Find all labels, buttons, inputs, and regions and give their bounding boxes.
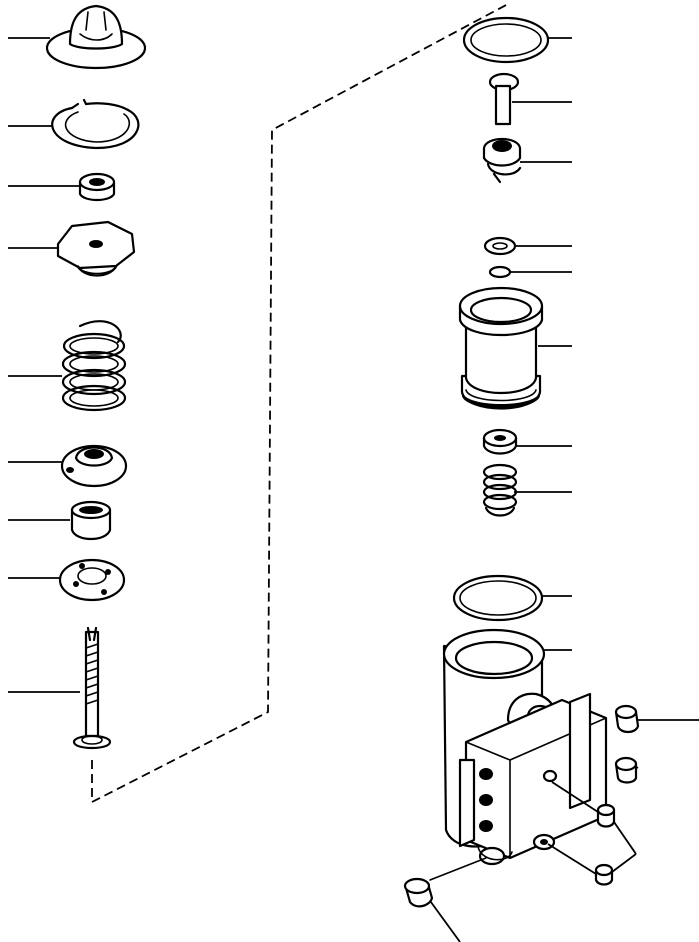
- spring-seat-part: [8, 444, 128, 488]
- assembly-axis-dashed-line: [91, 3, 509, 804]
- plug-lower-part: [614, 756, 639, 784]
- snap-ring-part: [8, 98, 140, 150]
- spacer-collar-part: [8, 500, 112, 541]
- plug-upper-part: [614, 704, 699, 734]
- lock-nut-part: [8, 172, 116, 202]
- plug-screw-lower-part: [594, 853, 637, 886]
- small-washer-part: [488, 265, 572, 279]
- coil-spring-part: [8, 320, 127, 412]
- knob-cap-part: [8, 4, 147, 70]
- valve-stem-bolt-part: [8, 626, 112, 750]
- cylinder-sleeve-part: [458, 286, 572, 410]
- washer-part: [483, 236, 572, 256]
- valve-seat-spring-part: [482, 137, 572, 184]
- plug-screw-leaders: [547, 781, 599, 875]
- bottom-plug-part: [403, 857, 487, 942]
- o-ring-part: [462, 16, 572, 64]
- plug-screw-upper-part: [596, 803, 637, 855]
- spring-top-plate-part: [8, 220, 136, 277]
- large-o-ring-part: [452, 574, 572, 622]
- plunger-pin-part: [488, 72, 572, 126]
- small-spring-part: [482, 463, 572, 517]
- bottom-plate-part: [8, 558, 126, 602]
- check-valve-seat-part: [482, 428, 572, 455]
- valve-housing-part: [442, 628, 608, 866]
